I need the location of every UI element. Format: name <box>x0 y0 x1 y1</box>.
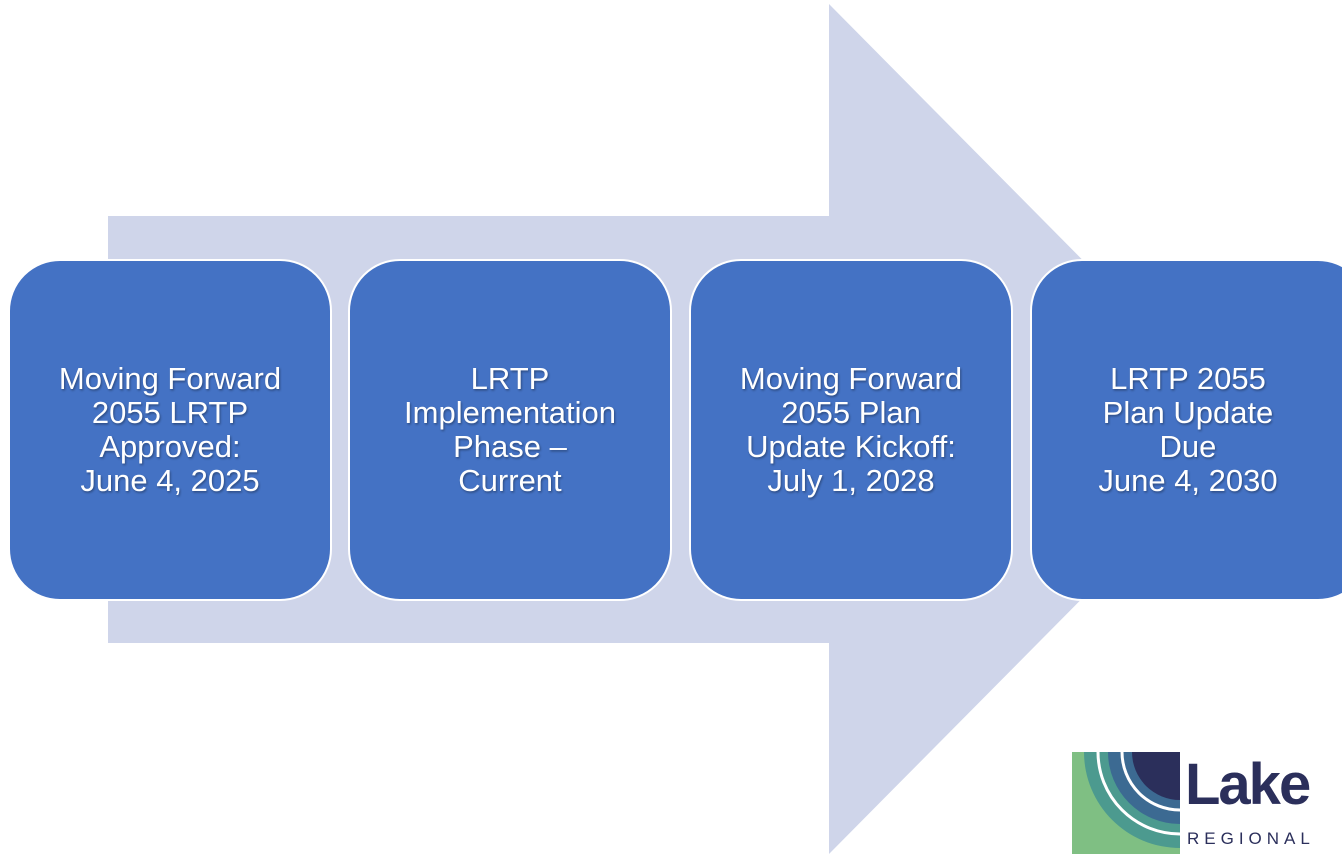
lake-regional-logo: Lake REGIONAL <box>1072 752 1342 854</box>
logo-subtitle: REGIONAL <box>1187 829 1315 848</box>
step-2-text: LRTP Implementation Phase – Current <box>404 361 616 498</box>
step-3-update-kickoff: Moving Forward 2055 Plan Update Kickoff:… <box>689 259 1013 601</box>
step-4-update-due: LRTP 2055 Plan Update Due June 4, 2030 <box>1030 259 1342 601</box>
step-1-approved: Moving Forward 2055 LRTP Approved: June … <box>8 259 332 601</box>
step-1-text: Moving Forward 2055 LRTP Approved: June … <box>58 361 282 498</box>
arrow-shape <box>108 4 1250 854</box>
step-3-text: Moving Forward 2055 Plan Update Kickoff:… <box>739 361 963 498</box>
step-2-implementation: LRTP Implementation Phase – Current <box>348 259 672 601</box>
logo-mark-icon <box>1072 752 1180 854</box>
logo-wordmark: Lake <box>1185 752 1311 817</box>
step-4-text: LRTP 2055 Plan Update Due June 4, 2030 <box>1098 361 1278 498</box>
